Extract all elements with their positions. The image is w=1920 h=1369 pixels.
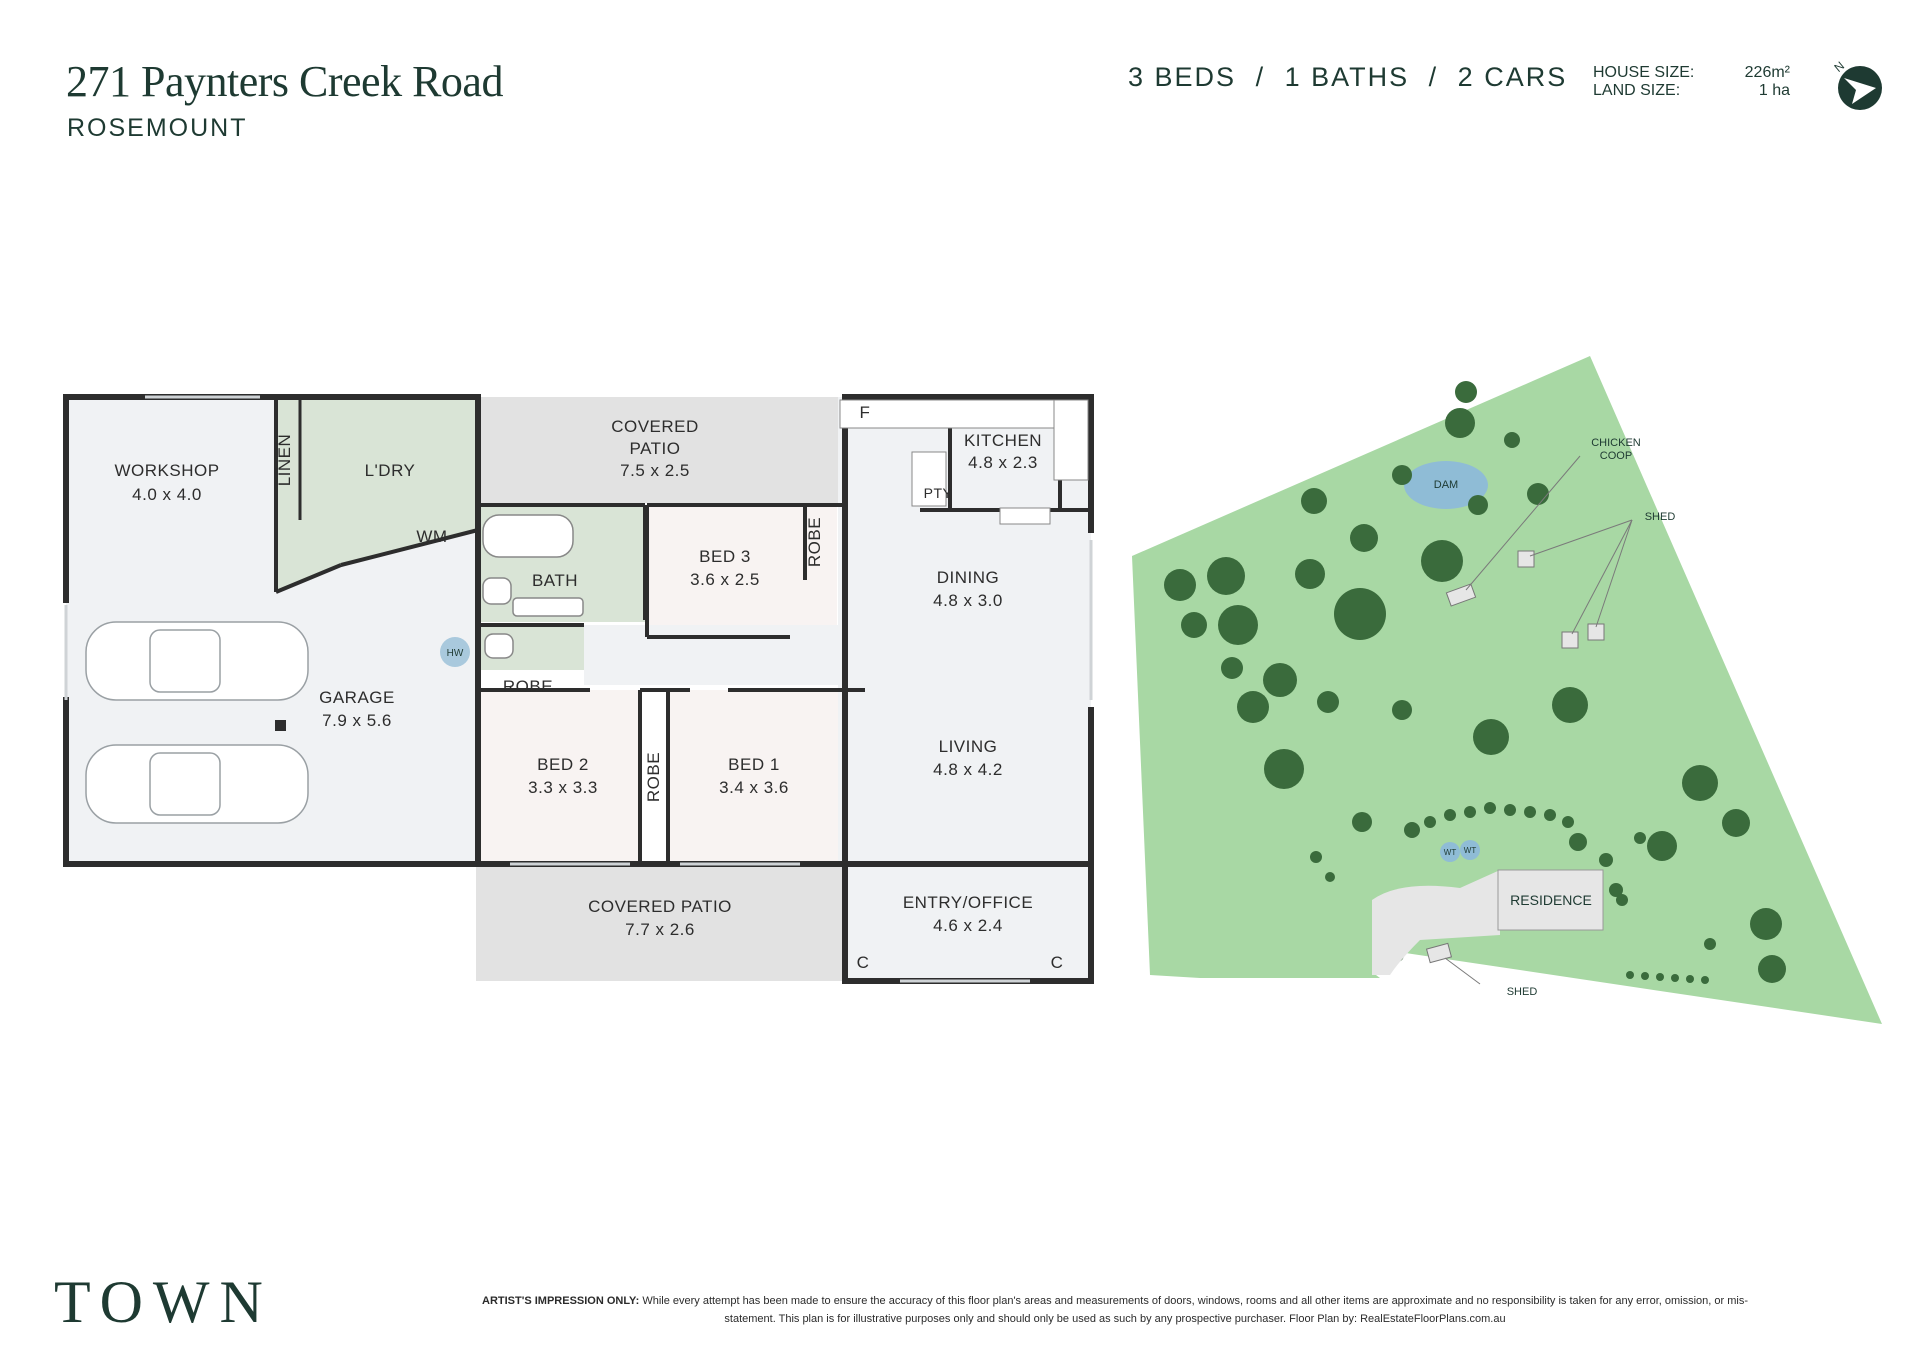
covered-patio-bottom-name: COVERED PATIO [588, 897, 732, 916]
driveway [1372, 870, 1500, 975]
laundry-name: L'DRY [365, 461, 416, 480]
chicken-coop-label-line1: CHICKEN [1591, 437, 1641, 449]
vanity-icon [512, 597, 584, 617]
workshop-name: WORKSHOP [114, 461, 219, 480]
covered-patio-top-floor [478, 397, 838, 503]
floor-plan: HW WORKSHOP 4.0 x 4.0 LINEN L'DRY WM COV… [63, 394, 1094, 984]
north-compass-icon: N [1831, 59, 1882, 110]
kitchen-island-end [999, 507, 1051, 525]
car-icon [85, 621, 309, 701]
agency-logo: TOWN [54, 1269, 273, 1335]
dining-dims: 4.8 x 3.0 [933, 591, 1003, 610]
kitchen-side-bench [1053, 399, 1089, 481]
shed-top-label: SHED [1645, 511, 1676, 523]
covered-patio-top-line2: PATIO [630, 439, 681, 458]
chicken-coop-shape [1445, 583, 1477, 607]
shed-shape [1587, 623, 1605, 641]
house-size-label: HOUSE SIZE: [1593, 64, 1695, 81]
exterior-walls [63, 394, 1094, 984]
living-name: LIVING [939, 737, 998, 756]
disclaimer-heading: ARTIST'S IMPRESSION ONLY: [482, 1295, 640, 1307]
property-suburb: ROSEMOUNT [67, 114, 248, 142]
site-plan: DAM RESIDENCE WT WT [1132, 356, 1882, 1024]
kitchen-name: KITCHEN [964, 431, 1042, 450]
house-size-value: 226m² [1744, 64, 1790, 81]
pantry-label: PTY [924, 485, 953, 501]
garage-name: GARAGE [319, 688, 395, 707]
kitchen-bench [839, 399, 1089, 429]
workshop-dims: 4.0 x 4.0 [132, 485, 202, 504]
residence-label: RESIDENCE [1510, 892, 1592, 908]
cars-count: 2 CARS [1457, 62, 1568, 92]
water-tank-icon [1460, 840, 1480, 860]
bath-label: BATH [532, 571, 578, 590]
bed1-floor [668, 690, 838, 864]
disclaimer-text: While every attempt has been made to ens… [642, 1295, 1748, 1325]
beds-count: 3 BEDS [1128, 62, 1237, 92]
water-tank-2-label: WT [1464, 846, 1477, 855]
garage-dims: 7.9 x 5.6 [322, 711, 392, 730]
bathtub-icon [482, 514, 574, 558]
hall-robe-label: ROBE [503, 677, 553, 696]
cupboard-right-label: C [1051, 953, 1064, 972]
entry-office-name: ENTRY/OFFICE [903, 893, 1033, 912]
fridge-label: F [860, 403, 871, 422]
property-stats: 3 BEDS / 1 BATHS / 2 CARS [1128, 62, 1567, 93]
bed3-name: BED 3 [699, 547, 751, 566]
shed-shape [1561, 631, 1579, 649]
bed3-robe-label: ROBE [805, 517, 824, 567]
hot-water-icon [440, 637, 470, 667]
bed1-robe-label: ROBE [644, 752, 663, 802]
bed2-name: BED 2 [537, 755, 589, 774]
garage-post [275, 720, 286, 731]
bed2-floor [478, 690, 640, 864]
bed2-dims: 3.3 x 3.3 [528, 778, 598, 797]
dining-name: DINING [937, 568, 1000, 587]
bed1-dims: 3.4 x 3.6 [719, 778, 789, 797]
leader-lines [1444, 455, 1633, 985]
windows [64, 395, 1093, 983]
bed1-name: BED 1 [728, 755, 780, 774]
pantry-box [911, 451, 947, 507]
hw-label: HW [447, 648, 464, 659]
covered-patio-top-dims: 7.5 x 2.5 [620, 461, 690, 480]
shed-bottom-label: SHED [1507, 986, 1538, 998]
covered-patio-bottom-floor [476, 866, 846, 981]
interior-walls [274, 397, 1091, 867]
covered-patio-bottom-dims: 7.7 x 2.6 [625, 920, 695, 939]
linen-label: LINEN [275, 434, 294, 487]
toilet-2-icon [484, 633, 514, 659]
car-icon [85, 744, 309, 824]
shed-shape [1517, 550, 1535, 568]
land-size-label: LAND SIZE: [1593, 82, 1681, 99]
stats-separator: / [1428, 62, 1439, 92]
land-size-value: 1 ha [1758, 82, 1790, 99]
baths-count: 1 BATHS [1284, 62, 1410, 92]
disclaimer: ARTIST'S IMPRESSION ONLY: While every at… [480, 1292, 1750, 1328]
bed3-dims: 3.6 x 2.5 [690, 570, 760, 589]
dam-shape [1404, 461, 1488, 509]
water-tank-1-label: WT [1444, 848, 1457, 857]
toilet-icon [482, 577, 512, 605]
kitchen-dims: 4.8 x 2.3 [968, 453, 1038, 472]
wm-label: WM [416, 527, 447, 546]
cupboard-left-label: C [857, 953, 870, 972]
property-address: 271 Paynters Creek Road [66, 57, 503, 106]
dam-label: DAM [1434, 479, 1458, 491]
chicken-coop-label-line2: COOP [1600, 450, 1632, 462]
living-dims: 4.8 x 4.2 [933, 760, 1003, 779]
residence-building [1497, 869, 1604, 931]
water-tank-icon [1440, 842, 1460, 862]
stats-separator: / [1255, 62, 1266, 92]
kitchen-dining-living-floor [838, 397, 1091, 981]
entry-office-dims: 4.6 x 2.4 [933, 916, 1003, 935]
covered-patio-top-line1: COVERED [611, 417, 699, 436]
